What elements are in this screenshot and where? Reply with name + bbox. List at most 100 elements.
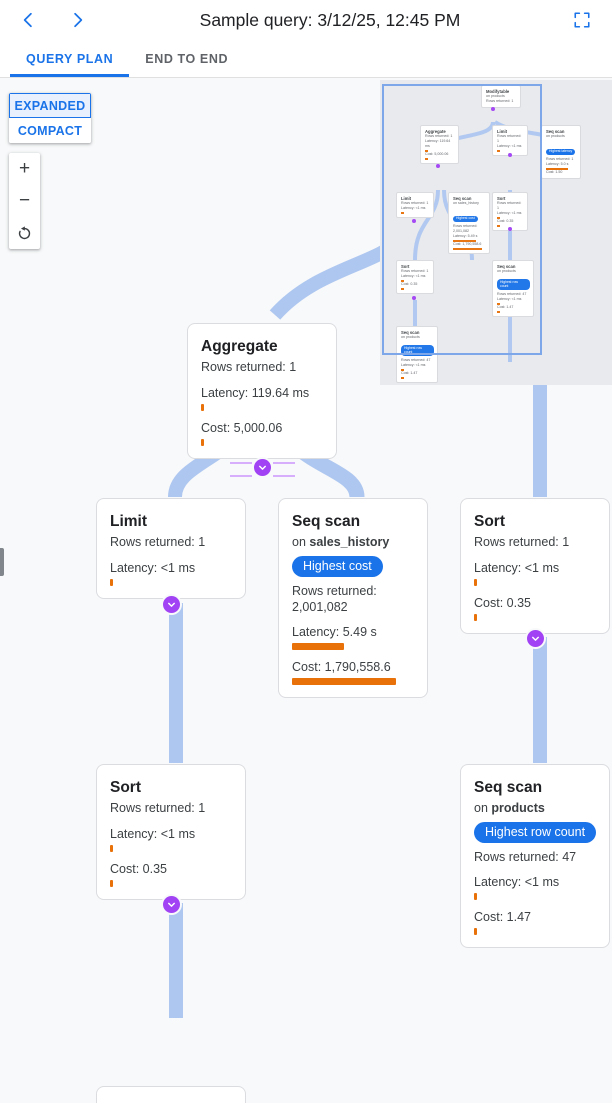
zoom-in-button[interactable]: +: [18, 158, 31, 179]
plan-canvas[interactable]: Modifytable on products Rows returned Li…: [0, 78, 612, 1103]
node-sort-left-latency-bar: [110, 845, 113, 852]
chevron-right-icon: [74, 12, 83, 28]
node-seqscan-sales-history-title: Seq scan: [292, 513, 361, 530]
minimap-node-seqscan-latency[interactable]: Seq scan on products Highest latency Row…: [541, 125, 581, 180]
minimap-node-title: Seq scan: [453, 196, 472, 201]
minimap-bar: [401, 288, 404, 291]
node-limit-rows: Rows returned: 1: [110, 535, 206, 549]
fullscreen-button[interactable]: [562, 0, 602, 40]
node-seqscan-products-bottom[interactable]: Seq scan on products Highest row count R…: [96, 1086, 246, 1103]
zoom-out-button[interactable]: −: [18, 190, 31, 211]
minimap-node-badge: Highest row count: [401, 345, 434, 356]
minimap-bar: [546, 168, 568, 171]
node-aggregate[interactable]: Aggregate Rows returned: 1 Latency: 119.…: [187, 323, 337, 459]
reset-view-button[interactable]: [9, 217, 40, 249]
minimap-node-sub: on products: [486, 94, 505, 99]
minimap-node-title: Limit: [497, 129, 508, 134]
node-seqscan-products-right[interactable]: Seq scan on products Highest row count R…: [460, 764, 610, 948]
minimap-bar: [401, 212, 404, 215]
node-sort-left-rows: Rows returned: 1: [110, 801, 206, 815]
minimap-node-sub2: Rows returned: 47: [497, 292, 527, 297]
node-sort-right-latency-bar: [474, 579, 477, 586]
minimap-node-sub2: Latency: <1 ms: [497, 144, 522, 149]
minimap-bar: [453, 248, 483, 251]
collapse-toggle-sort-right[interactable]: [527, 630, 544, 647]
node-seqscan-products-right-latency-bar: [474, 893, 477, 900]
previous-query-button[interactable]: [8, 0, 48, 40]
minimap-collapse-dot[interactable]: [491, 107, 495, 111]
collapse-toggle-sort-left[interactable]: [163, 896, 180, 913]
minimap-node-title: Seq scan: [546, 129, 565, 134]
minimap-collapse-dot[interactable]: [508, 153, 512, 157]
minimap-collapse-dot[interactable]: [412, 219, 416, 223]
on-label: on: [474, 801, 488, 815]
minimap-node-sub3: Latency: 5.49 s: [453, 234, 478, 239]
minimap-node-limit[interactable]: Limit Rows returned: 1 Latency: <1 ms: [492, 125, 528, 157]
header-bar: Sample query: 3/12/25, 12:45 PM: [0, 0, 612, 40]
mode-compact-button[interactable]: COMPACT: [9, 118, 91, 143]
node-sort-left-latency: Latency: <1 ms: [110, 827, 196, 841]
minimap-node-sub2: Latency: <1 ms: [401, 206, 426, 211]
minimap-bar: [401, 369, 404, 372]
node-sort-left[interactable]: Sort Rows returned: 1 Latency: <1 ms Cos…: [96, 764, 246, 900]
node-seqscan-products-right-rows: Rows returned: 47: [474, 850, 577, 864]
node-seqscan-sales-history-latency-bar: [292, 643, 344, 650]
minimap-node-sort-left[interactable]: Sort Rows returned: 1 Latency: <1 ms Cos…: [396, 260, 434, 295]
minimap-node-sub2: Latency: <1 ms: [401, 274, 426, 279]
left-drawer-handle[interactable]: [0, 548, 4, 576]
minimap-node-badge: Highest latency: [546, 148, 576, 155]
node-limit[interactable]: Limit Rows returned: 1 Latency: <1 ms: [96, 498, 246, 599]
node-sort-right-latency: Latency: <1 ms: [474, 561, 560, 575]
minimap-node-sort-right[interactable]: Sort Rows returned: 1 Latency: <1 ms Cos…: [492, 192, 528, 232]
minimap-bar: [425, 150, 428, 153]
node-sort-right[interactable]: Sort Rows returned: 1 Latency: <1 ms Cos…: [460, 498, 610, 634]
minimap-node-sub: Rows returned: 1: [401, 269, 429, 274]
node-seqscan-products-right-latency: Latency: <1 ms: [474, 875, 560, 889]
minimap-node-aggregate[interactable]: Aggregate Rows returned: 1 Latency: 119.…: [420, 125, 459, 165]
node-seqscan-products-right-cost: Cost: 1.47: [474, 910, 531, 924]
zoom-controls: + −: [9, 153, 40, 249]
next-query-button[interactable]: [58, 0, 98, 40]
node-limit-latency: Latency: <1 ms: [110, 561, 196, 575]
chevron-left-icon: [23, 12, 32, 28]
minimap-bar: [453, 240, 477, 243]
node-seqscan-sales-history-latency: Latency: 5.49 s: [292, 625, 377, 639]
node-seqscan-sales-history-table: on sales_history: [292, 534, 414, 551]
minimap-bar: [497, 217, 500, 220]
tab-query-plan[interactable]: QUERY PLAN: [10, 40, 130, 77]
node-sort-right-rows: Rows returned: 1: [474, 535, 570, 549]
node-seqscan-sales-history-cost: Cost: 1,790,558.6: [292, 660, 391, 674]
minimap-bar: [497, 303, 500, 306]
fullscreen-icon: [574, 12, 590, 28]
node-sort-left-cost-bar: [110, 880, 113, 887]
collapse-toggle-limit[interactable]: [163, 596, 180, 613]
minimap-node-sub: Rows returned: 1: [401, 201, 429, 206]
minimap-collapse-dot[interactable]: [412, 296, 416, 300]
minimap-node-sub3: Cost: 0.35: [497, 219, 514, 224]
minimap-node-title: Seq scan: [401, 330, 420, 335]
minimap[interactable]: Modifytable on products Rows returned: 1…: [380, 80, 612, 385]
tab-end-to-end[interactable]: END TO END: [129, 40, 244, 77]
minimap-node-sub: on products: [497, 269, 516, 274]
minimap-viewport-rect[interactable]: [382, 84, 542, 355]
minimap-node-sub2: Rows returned: 1: [486, 99, 514, 104]
minimap-collapse-dot[interactable]: [508, 227, 512, 231]
minimap-node-title: Aggregate: [425, 129, 446, 134]
minimap-node-sub3: Latency: <1 ms: [401, 363, 426, 368]
node-limit-latency-bar: [110, 579, 113, 586]
minimap-bar: [401, 280, 404, 283]
minimap-node-seqscan-products-right[interactable]: Seq scan on products Highest row count R…: [492, 260, 534, 318]
node-seqscan-products-right-title: Seq scan: [474, 779, 543, 796]
minimap-node-title: Limit: [401, 196, 412, 201]
minimap-node-seqscan-sales-history[interactable]: Seq scan on sales_history Highest cost R…: [448, 192, 490, 255]
minimap-node-sub2: Rows returned: 1: [546, 157, 574, 162]
minimap-collapse-dot[interactable]: [436, 164, 440, 168]
node-aggregate-latency: Latency: 119.64 ms: [201, 386, 310, 400]
node-seqscan-sales-history[interactable]: Seq scan on sales_history Highest cost R…: [278, 498, 428, 698]
minimap-bar: [497, 311, 500, 314]
collapse-toggle-aggregate[interactable]: [230, 459, 295, 477]
mode-expanded-button[interactable]: EXPANDED: [9, 93, 91, 118]
minimap-node-limit-2[interactable]: Limit Rows returned: 1 Latency: <1 ms: [396, 192, 434, 219]
minimap-node-sub: Rows returned: 1: [497, 134, 522, 144]
